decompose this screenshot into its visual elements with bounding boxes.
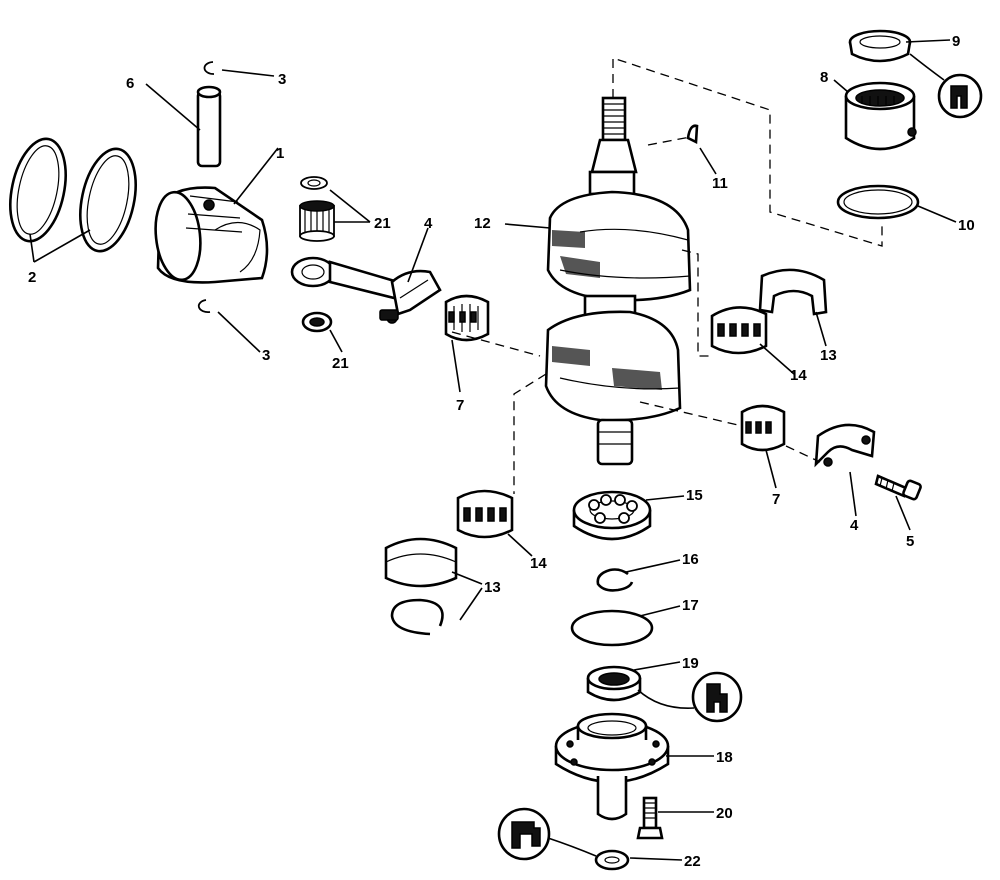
callout-17: 17 xyxy=(682,597,699,614)
callout-11: 11 xyxy=(712,175,728,192)
upper-main-bearing xyxy=(844,81,917,151)
wrist-pin-bearing xyxy=(299,176,335,333)
pin-retainer-clips xyxy=(197,61,215,314)
callout-19: 19 xyxy=(682,655,699,672)
crankshaft xyxy=(544,96,692,466)
bearing-sleeve-left xyxy=(384,537,458,588)
lower-bearing-housing xyxy=(554,712,670,821)
callout-15: 15 xyxy=(686,487,703,504)
top-seal xyxy=(848,29,912,63)
callout-numbers: 1 2 3 3 4 4 5 6 7 7 8 9 10 11 12 13 13 1… xyxy=(28,33,975,870)
callout-1: 1 xyxy=(276,145,284,162)
leader-lines xyxy=(29,39,957,861)
callout-10: 10 xyxy=(958,217,975,234)
callout-21-top: 21 xyxy=(374,215,391,232)
callout-21-bottom: 21 xyxy=(332,355,349,372)
callout-3-top: 3 xyxy=(278,71,286,88)
callout-4-cap: 4 xyxy=(850,517,859,534)
callout-22: 22 xyxy=(684,853,701,870)
lower-ball-bearing xyxy=(572,490,652,541)
woodruff-key xyxy=(686,124,699,145)
center-bearing-right xyxy=(710,306,768,355)
callout-9: 9 xyxy=(952,33,960,50)
bearing-o-ring xyxy=(836,184,920,220)
callout-8: 8 xyxy=(820,69,828,86)
callout-14-left: 14 xyxy=(530,555,547,572)
rod-bearing-lower xyxy=(740,404,786,452)
callout-13-right: 13 xyxy=(820,347,837,364)
callout-14-right: 14 xyxy=(790,367,807,384)
callout-7-left: 7 xyxy=(456,397,464,414)
callout-7-right: 7 xyxy=(772,491,780,508)
callout-4-rod: 4 xyxy=(424,215,433,232)
rod-bolt xyxy=(874,474,922,501)
sealant-tube-icon xyxy=(937,73,983,119)
callout-2: 2 xyxy=(28,269,36,286)
washer xyxy=(594,849,630,871)
callout-12: 12 xyxy=(474,215,491,232)
callout-18: 18 xyxy=(716,749,733,766)
callout-6: 6 xyxy=(126,75,134,92)
connecting-rod xyxy=(290,256,442,324)
callout-13-left: 13 xyxy=(484,579,501,596)
housing-o-ring xyxy=(570,609,654,647)
retaining-ring xyxy=(390,598,444,636)
sealant-tube-icon xyxy=(691,671,743,723)
callout-5: 5 xyxy=(906,533,914,550)
callout-20: 20 xyxy=(716,805,733,822)
lower-seal xyxy=(586,665,642,702)
assembly-dashed-lines xyxy=(451,57,883,494)
rod-cap xyxy=(814,423,876,468)
sealant-tube-icon xyxy=(497,807,551,861)
center-bearing-left xyxy=(456,489,514,539)
piston-rings xyxy=(9,137,137,253)
rod-bearing-upper xyxy=(444,294,490,342)
callout-16: 16 xyxy=(682,551,699,568)
housing-screw xyxy=(636,796,664,840)
bearing-sleeve-right xyxy=(758,268,828,316)
callout-3-bottom: 3 xyxy=(262,347,270,364)
snap-ring xyxy=(596,568,634,592)
wrist-pin xyxy=(196,85,222,168)
piston xyxy=(154,186,269,284)
